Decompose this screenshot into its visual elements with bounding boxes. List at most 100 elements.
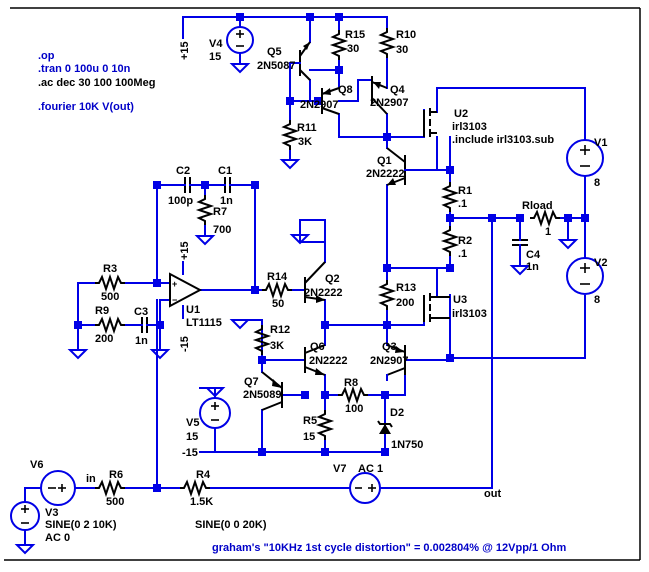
source-v2 xyxy=(566,257,604,295)
r1-name: R1 xyxy=(458,185,472,197)
transistor-q5 xyxy=(289,41,311,102)
v3-sine: SINE(0 2 10K) xyxy=(45,519,117,531)
c3-name: C3 xyxy=(134,306,148,318)
q5-name: Q5 xyxy=(267,46,282,58)
source-v6 xyxy=(40,470,76,506)
r5-value: 15 xyxy=(303,431,315,443)
q2-model: 2N2222 xyxy=(304,287,343,299)
capacitor-c4 xyxy=(512,235,528,249)
q4-model: 2N2907 xyxy=(370,97,409,109)
mosfet-u2 xyxy=(423,108,437,137)
labels: .op .tran 0 100u 0 10n .ac dec 30 100 10… xyxy=(30,29,607,554)
resistor-r12 xyxy=(252,325,272,355)
directive-tran: .tran 0 100u 0 10n xyxy=(38,63,131,75)
v5-name: V5 xyxy=(186,417,199,429)
r12-name: R12 xyxy=(270,324,290,336)
q4-name: Q4 xyxy=(390,84,406,96)
source-v3 xyxy=(10,501,40,531)
resistor-r10 xyxy=(377,28,397,58)
directive-ac: .ac dec 30 100 100Meg xyxy=(38,77,155,89)
r2-value: .1 xyxy=(458,248,467,260)
r11-value: 3K xyxy=(298,136,312,148)
rload-name: Rload xyxy=(522,200,553,212)
r1-value: .1 xyxy=(458,198,467,210)
c4-value: 1n xyxy=(526,261,539,273)
q3-model: 2N2907 xyxy=(370,355,409,367)
r8-name: R8 xyxy=(344,377,358,389)
transistor-q7 xyxy=(261,371,283,411)
r13-value: 200 xyxy=(396,297,414,309)
transistor-q8 xyxy=(321,87,340,115)
q5-model: 2N5087 xyxy=(257,60,296,72)
transistors xyxy=(261,41,406,411)
v3-ac: AC 0 xyxy=(45,532,70,544)
q2-name: Q2 xyxy=(325,273,340,285)
resistor-r6 xyxy=(95,478,125,498)
source-v1 xyxy=(566,139,604,177)
mosfet-u3 xyxy=(423,293,450,322)
directive-fourier: .fourier 10K V(out) xyxy=(38,101,134,113)
q3-name: Q3 xyxy=(382,341,397,353)
svg-text:+: + xyxy=(172,279,177,289)
v4-value: 15 xyxy=(209,51,221,63)
resistor-r2 xyxy=(440,226,460,256)
resistor-r9 xyxy=(95,315,125,335)
r3-value: 500 xyxy=(101,291,119,303)
c1-name: C1 xyxy=(218,165,232,177)
d2-model: 1N750 xyxy=(391,439,423,451)
mosfets xyxy=(423,108,450,322)
v7-sine: SINE(0 0 20K) xyxy=(195,519,267,531)
r6-name: R6 xyxy=(109,469,123,481)
sources xyxy=(10,26,604,531)
r10-value: 30 xyxy=(396,44,408,56)
capacitor-c1 xyxy=(219,177,236,193)
u1-model: LT1115 xyxy=(186,317,222,329)
resistor-r11 xyxy=(280,120,300,150)
r9-value: 200 xyxy=(95,333,113,345)
r14-name: R14 xyxy=(267,271,288,283)
resistor-r13 xyxy=(377,280,397,310)
diode-d2 xyxy=(377,414,393,441)
d2-name: D2 xyxy=(390,407,404,419)
c2-name: C2 xyxy=(176,165,190,177)
footer-note: graham's "10KHz 1st cycle distortion" = … xyxy=(212,542,566,554)
q6-name: Q6 xyxy=(310,341,325,353)
capacitors xyxy=(137,177,528,333)
capacitor-c3 xyxy=(137,317,153,333)
source-v5 xyxy=(199,397,231,429)
u1-name: U1 xyxy=(186,304,200,316)
transistor-q3 xyxy=(386,344,406,381)
u2-model: irl3103 xyxy=(452,121,487,133)
transistor-q4 xyxy=(371,76,388,115)
u2-name: U2 xyxy=(454,108,468,120)
r7-name: R7 xyxy=(213,206,227,218)
net-in: in xyxy=(86,473,96,485)
u2-include: .include irl3103.sub xyxy=(452,134,554,146)
r9-name: R9 xyxy=(95,305,109,317)
r12-value: 3K xyxy=(270,340,284,352)
r15-value: 30 xyxy=(347,43,359,55)
resistor-r5 xyxy=(315,410,335,440)
v7-value: AC 1 xyxy=(358,463,383,475)
c3-value: 1n xyxy=(135,335,148,347)
svg-text:−: − xyxy=(172,295,177,305)
resistor-r15 xyxy=(329,30,349,60)
resistors xyxy=(95,28,560,498)
r11-name: R11 xyxy=(297,122,317,134)
net-plus15-opamp: +15 xyxy=(179,241,191,260)
v1-value: 8 xyxy=(594,177,600,189)
v3-name: V3 xyxy=(45,507,58,519)
q8-model: 2N2907 xyxy=(300,99,339,111)
r6-value: 500 xyxy=(106,496,124,508)
r7-value: 700 xyxy=(213,224,231,236)
net-plus15: +15 xyxy=(179,41,191,60)
net-out: out xyxy=(484,488,501,500)
r8-value: 100 xyxy=(345,403,363,415)
c1-value: 1n xyxy=(220,195,233,207)
resistor-rload xyxy=(530,208,560,228)
rload-value: 1 xyxy=(545,226,551,238)
r4-name: R4 xyxy=(196,469,211,481)
v7-name: V7 xyxy=(333,463,346,475)
q1-model: 2N2222 xyxy=(366,168,405,180)
